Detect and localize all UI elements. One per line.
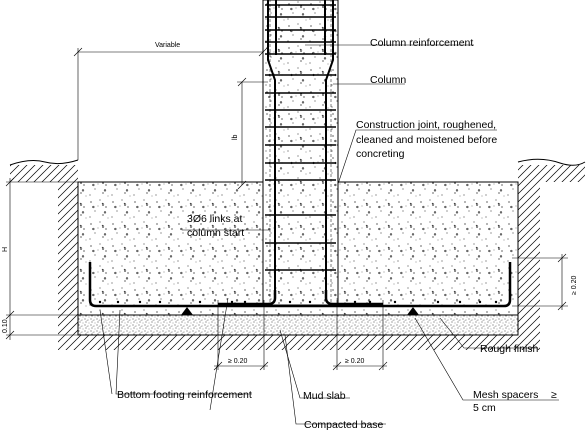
- mesh-spacer-right: [407, 307, 419, 315]
- dim-lb: [237, 77, 268, 190]
- starter-bars: [218, 290, 383, 306]
- starter-bar-right: [324, 290, 383, 306]
- bottom-bar-dots: [98, 300, 498, 304]
- bottom-bar: [88, 262, 512, 308]
- label-mesh-spacers-2: 5 cm: [473, 402, 496, 414]
- label-links-2: column start: [187, 227, 244, 239]
- column-links: [265, 4, 336, 271]
- soil-bottom: [58, 335, 540, 350]
- leaders: [99, 44, 559, 425]
- dim-h: [5, 177, 78, 340]
- dim-bottom-left-label: ≥ 0.20: [228, 358, 248, 365]
- label-mud-slab: Mud slab: [303, 390, 346, 402]
- label-compacted-base: Compacted base: [304, 419, 384, 431]
- ground-line-right: [517, 158, 586, 166]
- soil-left-wall: [58, 182, 78, 335]
- dim-bottom-right-label: ≥ 0.20: [345, 358, 365, 365]
- dim-bottom-right: [332, 300, 388, 371]
- dim-h-label: H: [2, 247, 9, 252]
- mesh-spacer-left: [181, 307, 193, 315]
- soil-left-top: [10, 165, 78, 182]
- ground-line-left: [9, 159, 79, 166]
- soil-right-wall: [518, 182, 540, 335]
- label-mesh-spacers-1: Mesh spacers: [473, 389, 538, 401]
- dim-lb-label: lb: [232, 134, 239, 140]
- soil: [9, 158, 586, 350]
- dim-variable-label: Variable: [155, 42, 180, 49]
- dim-variable: [73, 47, 268, 160]
- label-links-1: 3Ø6 links at: [187, 213, 243, 225]
- label-bottom-reinforcement: Bottom footing reinforcement: [117, 389, 252, 401]
- dim-right-min: [512, 253, 568, 311]
- label-column: Column: [370, 74, 406, 86]
- bottom-reinforcement: [88, 262, 512, 308]
- label-rough-finish: Rough finish: [480, 343, 539, 355]
- label-construction-joint-1: Construction joint, roughened,: [356, 119, 496, 131]
- label-construction-joint-2: cleaned and moistened before: [356, 134, 497, 146]
- label-construction-joint-3: concreting: [356, 148, 405, 160]
- dim-right-min-label: ≥ 0.20: [571, 275, 578, 295]
- soil-right-top: [518, 165, 585, 182]
- starter-bar-left: [218, 290, 277, 306]
- label-mesh-spacers-ge: ≥: [551, 389, 557, 401]
- mud-slab: [77, 314, 519, 336]
- label-column-reinforcement: Column reinforcement: [370, 37, 473, 49]
- dim-bottom-left: [213, 300, 269, 371]
- dim-mud-slab-thk: 0.10: [2, 319, 9, 333]
